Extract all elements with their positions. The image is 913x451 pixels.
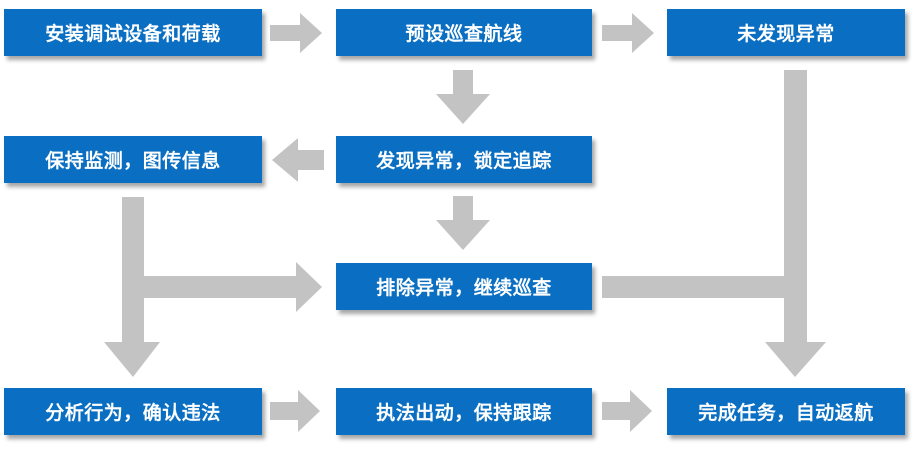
connector-monitor-down — [122, 197, 144, 342]
node-monitor: 保持监测，图传信息 — [4, 136, 262, 183]
node-label: 分析行为，确认违法 — [45, 402, 221, 424]
arrow-monitor-to-analyze — [104, 342, 160, 377]
node-anomaly-found: 发现异常，锁定追踪 — [336, 136, 592, 183]
arrow-to-complete — [765, 342, 826, 377]
connector-clear-right — [602, 276, 807, 298]
arrow-route-to-anomaly — [436, 70, 490, 124]
arrow-monitor-to-clear — [144, 262, 322, 312]
node-label: 执法出动，保持跟踪 — [376, 402, 552, 424]
node-label: 安装调试设备和荷载 — [45, 23, 221, 45]
node-clear-anomaly: 排除异常，继续巡查 — [336, 263, 592, 310]
arrow-install-to-route — [270, 13, 322, 53]
arrow-anomaly-to-monitor — [272, 138, 324, 182]
node-label: 预设巡查航线 — [405, 23, 523, 45]
arrow-analyze-to-enforce — [270, 390, 320, 432]
node-preset-route: 预设巡查航线 — [336, 9, 592, 56]
node-no-anomaly: 未发现异常 — [667, 9, 905, 56]
node-label: 保持监测，图传信息 — [45, 150, 221, 172]
connector-no-anomaly-down — [784, 70, 807, 342]
node-install-equipment: 安装调试设备和荷载 — [4, 9, 262, 56]
node-label: 完成任务，自动返航 — [698, 402, 874, 424]
node-complete: 完成任务，自动返航 — [667, 388, 905, 435]
arrow-enforce-to-complete — [602, 390, 652, 432]
node-label: 未发现异常 — [737, 23, 835, 45]
node-label: 排除异常，继续巡查 — [376, 277, 552, 299]
node-analyze: 分析行为，确认违法 — [4, 388, 262, 435]
arrow-route-to-no-anomaly — [602, 13, 654, 53]
arrow-anomaly-to-clear — [436, 196, 490, 250]
node-label: 发现异常，锁定追踪 — [376, 150, 552, 172]
node-enforce: 执法出动，保持跟踪 — [336, 388, 592, 435]
